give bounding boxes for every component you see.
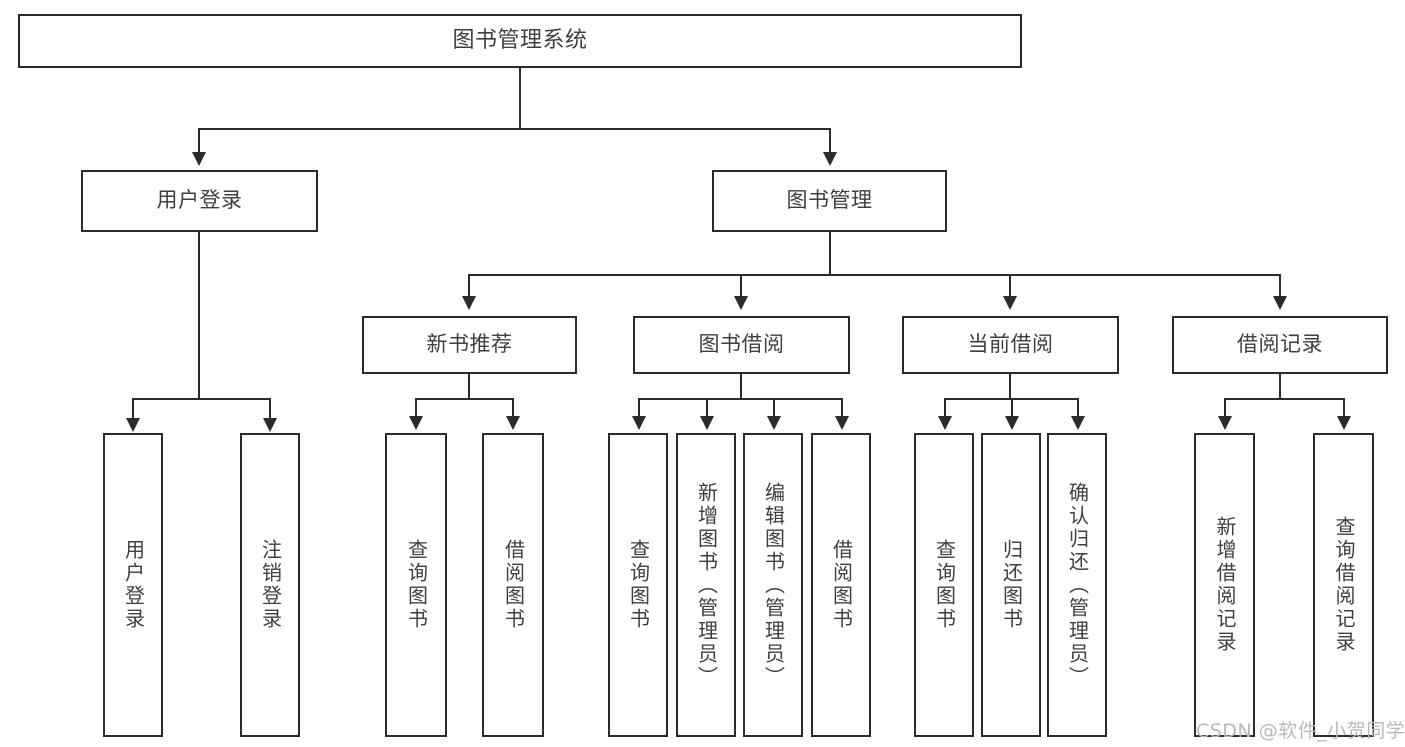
connector-user-login-leaf1 (132, 398, 134, 420)
node-root-system[interactable]: 图书管理系统 (18, 14, 1022, 68)
leaf-cb-confirm-return[interactable]: 确认归还（管理员） (1047, 433, 1107, 737)
leaf-br-add-record[interactable]: 新增借阅记录 (1194, 433, 1255, 737)
arrowhead-cb-leaf2 (1005, 416, 1019, 430)
connector-bb-leaf2 (706, 398, 708, 418)
connector-bb-leaf1 (638, 398, 640, 418)
node-label: 图书借阅 (698, 332, 785, 357)
node-label: 查询图书 (932, 539, 957, 631)
connector-cb-leaf2 (1011, 398, 1013, 418)
node-label: 用户登录 (121, 539, 146, 631)
leaf-cb-query-book[interactable]: 查询图书 (914, 433, 974, 737)
connector-user-login-leaf2 (269, 398, 271, 420)
node-label: 借阅记录 (1237, 332, 1323, 357)
node-book-borrow[interactable]: 图书借阅 (633, 316, 850, 374)
connector-book-borrow-bus (638, 398, 843, 400)
leaf-br-query-record[interactable]: 查询借阅记录 (1313, 433, 1374, 737)
node-label: 借阅图书 (829, 539, 854, 631)
node-label: 新增图书（管理员） (694, 481, 719, 689)
arrowhead-cb-leaf3 (1071, 416, 1085, 430)
node-label: 编辑图书（管理员） (761, 481, 786, 689)
arrowhead-bb-leaf1 (632, 416, 646, 430)
connector-new-book-bus (415, 398, 514, 400)
arrowhead-current-borrow (1003, 296, 1017, 310)
connector-bb-leaf4 (841, 398, 843, 418)
arrowhead-cb-leaf1 (938, 416, 952, 430)
arrowhead-borrow-records (1273, 296, 1287, 310)
leaf-logout[interactable]: 注销登录 (240, 433, 300, 737)
connector-to-new-book (468, 274, 470, 298)
connector-to-book-borrow (740, 274, 742, 298)
connector-cb-leaf1 (944, 398, 946, 418)
arrowhead-bb-leaf4 (835, 416, 849, 430)
node-label: 归还图书 (999, 539, 1024, 631)
node-label: 查询图书 (626, 539, 651, 631)
arrowhead-new-book (462, 296, 476, 310)
leaf-user-login[interactable]: 用户登录 (103, 433, 163, 737)
connector-to-user-login (198, 128, 200, 154)
node-current-borrow[interactable]: 当前借阅 (902, 316, 1119, 374)
arrowhead-br-leaf1 (1218, 416, 1232, 430)
connector-new-book-stem (468, 374, 470, 398)
node-label: 借阅图书 (501, 539, 526, 631)
connector-to-borrow-records (1279, 274, 1281, 298)
connector-user-login-stem (198, 232, 200, 398)
node-label: 当前借阅 (967, 332, 1054, 357)
node-label: 图书管理 (786, 188, 873, 213)
node-borrow-records[interactable]: 借阅记录 (1172, 316, 1388, 374)
node-label: 图书管理系统 (452, 27, 588, 53)
connector-root-stem (519, 68, 521, 128)
connector-book-borrow-stem (740, 374, 742, 398)
arrowhead-nb-leaf1 (409, 416, 423, 430)
leaf-bb-borrow-book[interactable]: 借阅图书 (811, 433, 871, 737)
connector-root-bus (198, 128, 831, 130)
leaf-nb-borrow-book[interactable]: 借阅图书 (482, 433, 544, 737)
connector-book-mgmt-stem (829, 232, 831, 274)
arrowhead-leaf-logout (263, 418, 277, 432)
connector-new-book-leaf2 (512, 398, 514, 418)
connector-cb-leaf3 (1077, 398, 1079, 418)
connector-borrow-records-bus (1224, 398, 1344, 400)
node-label: 新书推荐 (426, 332, 513, 357)
watermark-text: CSDN @软件_小贺同学 (1196, 720, 1405, 742)
node-user-login[interactable]: 用户登录 (81, 170, 318, 232)
leaf-bb-query-book[interactable]: 查询图书 (608, 433, 668, 737)
connector-borrow-records-stem (1279, 374, 1281, 398)
node-label: 用户登录 (156, 188, 243, 213)
connector-br-leaf1 (1224, 398, 1226, 418)
leaf-nb-query-book[interactable]: 查询图书 (385, 433, 447, 737)
node-label: 注销登录 (258, 539, 283, 631)
arrowhead-book-borrow (734, 296, 748, 310)
arrowhead-bb-leaf3 (767, 416, 781, 430)
leaf-bb-add-book[interactable]: 新增图书（管理员） (676, 433, 736, 737)
node-label: 确认归还（管理员） (1065, 481, 1090, 689)
leaf-bb-edit-book[interactable]: 编辑图书（管理员） (743, 433, 803, 737)
connector-level3-bus (468, 274, 1280, 276)
arrowhead-nb-leaf2 (506, 416, 520, 430)
connector-new-book-leaf1 (415, 398, 417, 418)
connector-current-borrow-stem (1009, 374, 1011, 398)
node-label: 查询图书 (404, 539, 429, 631)
arrowhead-book-mgmt (823, 152, 837, 166)
arrowhead-leaf-user-login (126, 418, 140, 432)
connector-user-login-bus (132, 398, 270, 400)
connector-to-book-mgmt (829, 128, 831, 154)
connector-br-leaf2 (1343, 398, 1345, 418)
arrowhead-user-login (192, 152, 206, 166)
node-label: 新增借阅记录 (1213, 516, 1237, 654)
arrowhead-bb-leaf2 (700, 416, 714, 430)
arrowhead-br-leaf2 (1337, 416, 1351, 430)
connector-to-current-borrow (1009, 274, 1011, 298)
node-new-book-recommend[interactable]: 新书推荐 (362, 316, 577, 374)
node-book-management[interactable]: 图书管理 (712, 170, 947, 232)
connector-bb-leaf3 (773, 398, 775, 418)
leaf-cb-return-book[interactable]: 归还图书 (981, 433, 1041, 737)
node-label: 查询借阅记录 (1332, 516, 1356, 654)
